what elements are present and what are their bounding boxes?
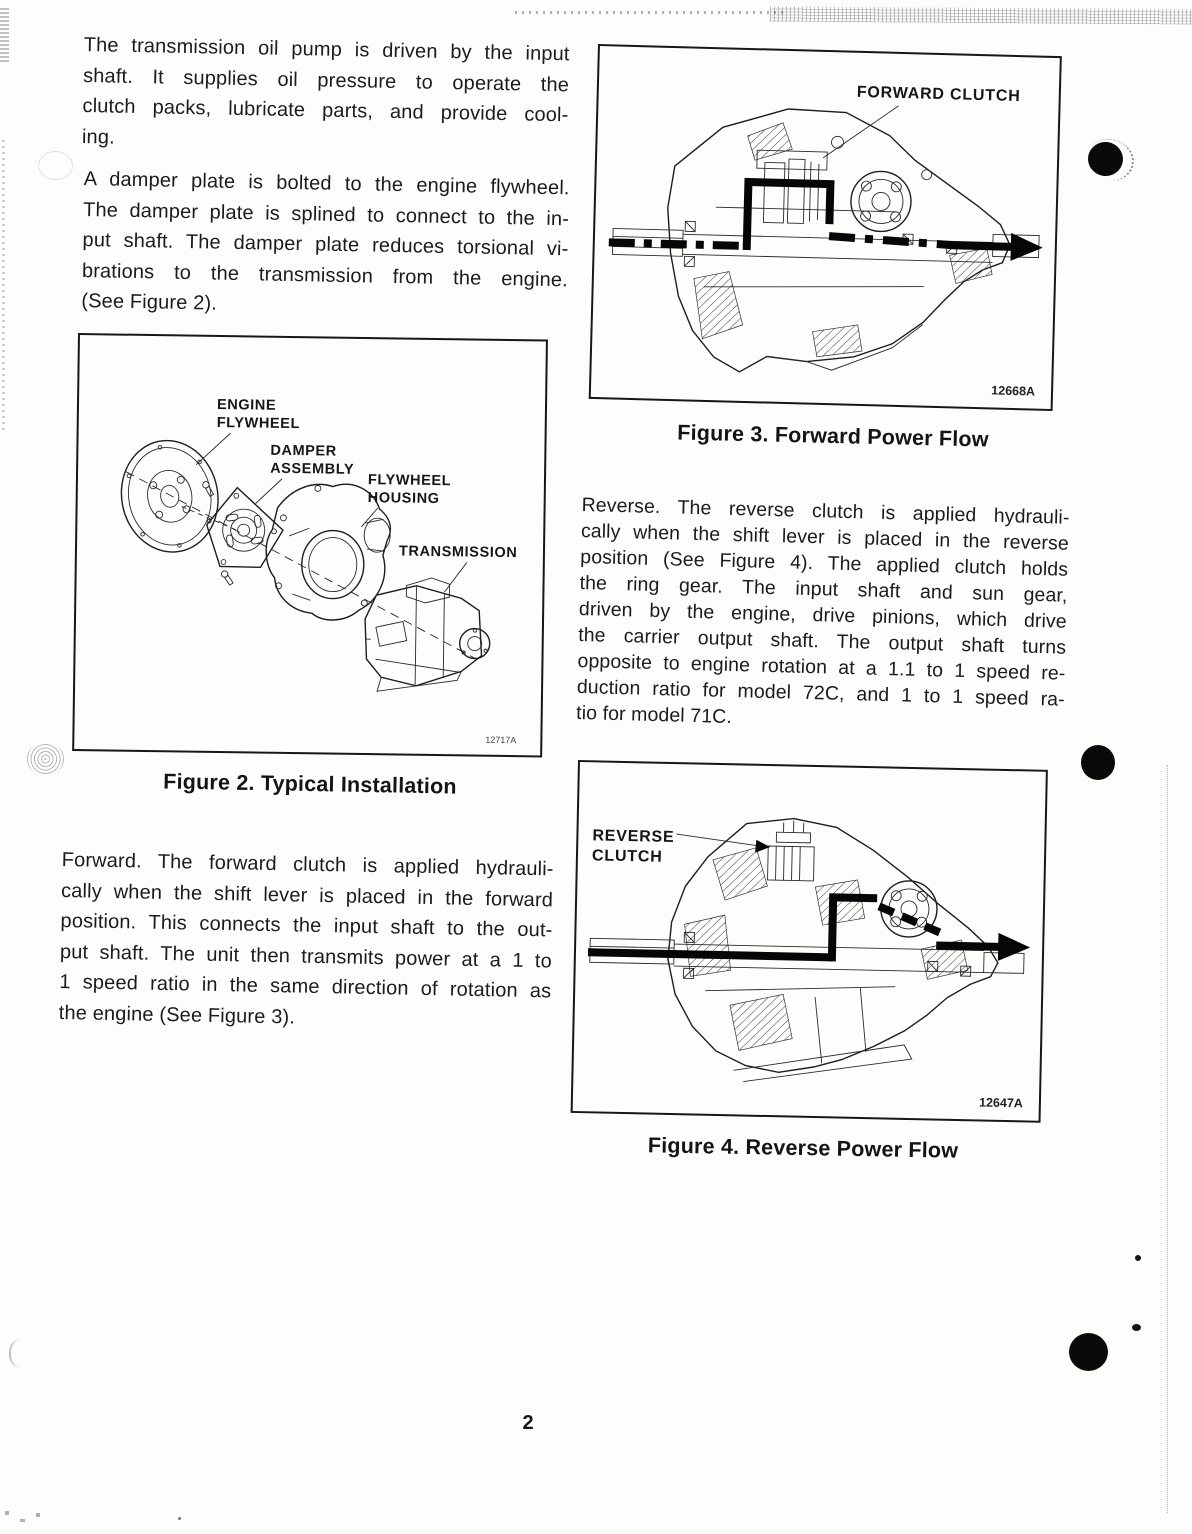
label-damper-line1: DAMPER	[270, 443, 337, 460]
paragraph-oil-pump: The transmission oil pump is driven by t…	[82, 30, 570, 161]
scan-artifact-ghost-blob	[27, 742, 64, 776]
figure3-cross-section: FORWARD CLUTCH 12668A	[608, 84, 1043, 399]
label-engine-flywheel-line1: ENGINE	[217, 397, 276, 414]
figure2-frame: ENGINE FLYWHEEL DAMPER ASSEMBLY FLYWHEEL…	[72, 333, 548, 758]
scan-speck	[36, 1513, 40, 1517]
ink-speck	[178, 1517, 181, 1520]
scan-artifact-curve-mark	[9, 1339, 22, 1368]
scan-artifact-top-dashes	[515, 11, 785, 14]
figure4-cross-section: REVERSE CLUTCH 12647A	[587, 817, 1031, 1110]
paragraph-damper-plate: A damper plate is bolted to the engine f…	[81, 164, 570, 326]
figure2-code: 12717A	[485, 735, 516, 745]
figure4-code: 12647A	[979, 1095, 1023, 1110]
punch-dot	[1069, 1333, 1108, 1371]
paragraph-forward: Forward. The forward clutch is applied h…	[58, 845, 554, 1037]
label-forward-clutch: FORWARD CLUTCH	[857, 84, 1021, 105]
ink-speck	[1132, 1324, 1141, 1331]
paragraph-reverse: Reverse. The reverse clutch is applied h…	[576, 492, 1070, 739]
page-number: 2	[522, 1412, 534, 1434]
scan-artifact-edge-dotted-line	[1167, 765, 1168, 1513]
ink-speck	[1135, 1255, 1141, 1261]
label-engine-flywheel-line2: FLYWHEEL	[217, 415, 300, 432]
label-damper-line2: ASSEMBLY	[270, 461, 354, 478]
scan-artifact-top-band	[769, 6, 1192, 25]
scan-artifact-left-strip	[0, 8, 9, 62]
label-reverse-clutch-line1: REVERSE	[592, 827, 674, 846]
figure4-frame: REVERSE CLUTCH 12647A	[570, 760, 1048, 1123]
label-reverse-clutch-line2: CLUTCH	[592, 847, 663, 865]
punch-dot	[1081, 745, 1115, 780]
figure2-exploded-diagram: ENGINE FLYWHEEL DAMPER ASSEMBLY FLYWHEEL…	[120, 397, 518, 745]
scan-artifact-ghost-ring	[38, 151, 73, 180]
scan-speck	[20, 1519, 25, 1522]
figure3-caption: Figure 3. Forward Power Flow	[677, 420, 989, 452]
label-housing-line1: FLYWHEEL	[368, 472, 451, 489]
scan-artifact-left-dots	[2, 140, 5, 430]
scan-speck	[5, 1511, 9, 1515]
figure3-code: 12668A	[991, 383, 1035, 398]
figure4-caption: Figure 4. Reverse Power Flow	[647, 1133, 959, 1163]
figure2-caption: Figure 2. Typical Installation	[163, 769, 457, 799]
label-transmission: TRANSMISSION	[399, 544, 518, 562]
label-housing-line2: HOUSING	[368, 490, 440, 507]
figure3-frame: FORWARD CLUTCH 12668A	[588, 44, 1062, 412]
